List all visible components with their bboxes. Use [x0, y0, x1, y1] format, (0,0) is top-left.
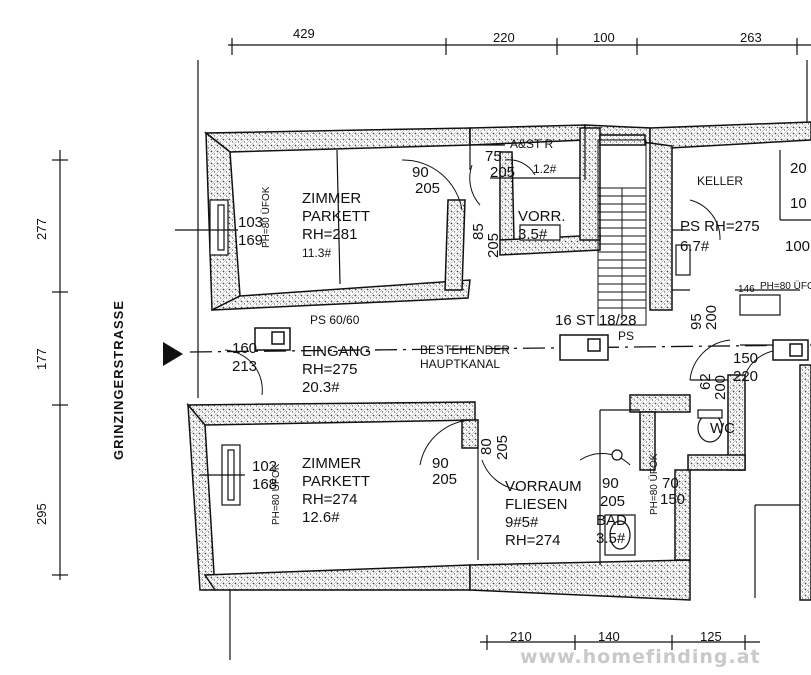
door-wc-2: 200 — [712, 374, 729, 400]
door-ast-2: 205 — [490, 164, 516, 181]
entrance-arrow — [163, 342, 183, 366]
top-dimension-3: 100 — [593, 30, 615, 45]
right-label-2: 10 — [790, 195, 807, 212]
room-keller-area: 6.7# — [680, 238, 710, 255]
left-dimension-3: 295 — [34, 503, 49, 525]
room-vorr: VORR. 3.5# — [518, 208, 566, 243]
room-wc: WC — [710, 420, 735, 437]
door-eingang-1: 160 — [232, 340, 258, 357]
room-keller: KELLER — [697, 174, 744, 188]
room-eingang: EINGANG RH=275 20.3# — [302, 343, 372, 396]
door-bad-2: 205 — [600, 493, 626, 510]
door-top-1: 90 — [412, 164, 429, 181]
stair-ps-label: PS — [618, 329, 635, 343]
door-eingang-2: 213 — [232, 358, 258, 375]
sewer-line — [189, 344, 811, 353]
door-bottom-2: 205 — [432, 471, 458, 488]
walls — [186, 121, 811, 601]
door-vorraum-2: 205 — [494, 434, 511, 460]
window-bottom-left-1: 102 — [252, 458, 278, 475]
left-dimension-1: 277 — [34, 218, 49, 240]
bottom-dimension-2: 140 — [598, 629, 620, 644]
right-label-3: 100 — [785, 238, 811, 255]
room-vorraum: VORRAUM FLIESEN 9#5# RH=274 — [505, 478, 582, 549]
room-abstellraum: A&ST R — [510, 137, 554, 151]
interior-lines — [336, 125, 811, 598]
door-bottom-1: 90 — [432, 455, 449, 472]
top-dimension-1: 429 — [293, 26, 315, 41]
bottom-dimension-1: 210 — [510, 629, 532, 644]
top-dimension-4: 263 — [740, 30, 762, 45]
room-zimmer-bottom: ZIMMER PARKETT RH=274 12.6# — [302, 455, 371, 526]
door-ast-1: 75 — [485, 148, 502, 165]
dimension-lines — [52, 38, 811, 650]
staircase — [597, 139, 647, 326]
window-right-ph: PH=80 ÜFOK — [649, 453, 660, 515]
window-bottom-left-2: 168 — [252, 476, 278, 493]
right-label-5: PH=80 ÜFOK — [760, 281, 811, 292]
fixtures — [519, 224, 781, 556]
shafts — [254, 327, 809, 361]
ps-label: PS 60/60 — [310, 313, 360, 327]
door-vorr-2: 205 — [485, 232, 502, 258]
window-top-left-ph: PH=80 ÜFOK — [261, 186, 272, 248]
watermark: www.homefinding.at — [520, 646, 761, 668]
sewer-label-2: HAUPTKANAL — [420, 357, 501, 371]
door-bad-1: 90 — [602, 475, 619, 492]
door-keller-2: 200 — [703, 304, 720, 330]
room-zimmer-top: ZIMMER PARKETT RH=281 11.3# — [302, 190, 371, 260]
window-top-left-2: 169 — [238, 232, 264, 249]
property-lines — [197, 60, 808, 660]
window-top-left-1: 103 — [238, 214, 264, 231]
street-name: GRINZINGERSTRASSE — [111, 299, 126, 460]
right-label-4: 146 — [738, 284, 755, 295]
room-bad: BAD 3.5# — [596, 512, 627, 547]
right-label-1: 20 — [790, 160, 807, 177]
stair-label: 16 ST 18/28 — [555, 312, 637, 329]
window-bottom-left-ph: PH=80 ÜFOK — [271, 463, 282, 525]
bottom-dimension-3: 125 — [700, 629, 722, 644]
room-abstellraum-area: 1.2# — [533, 162, 557, 176]
room-keller-rh: PS RH=275 — [680, 218, 760, 235]
sewer-label-1: BESTEHENDER — [420, 343, 511, 357]
door-right-2: 220 — [733, 368, 759, 385]
door-right-1: 150 — [733, 350, 759, 367]
window-bad-1: 70 — [662, 475, 679, 492]
door-top-2: 205 — [415, 180, 441, 197]
top-dimension-2: 220 — [493, 30, 515, 45]
window-bad-2: 150 — [660, 491, 686, 508]
left-dimension-2: 177 — [34, 348, 49, 370]
